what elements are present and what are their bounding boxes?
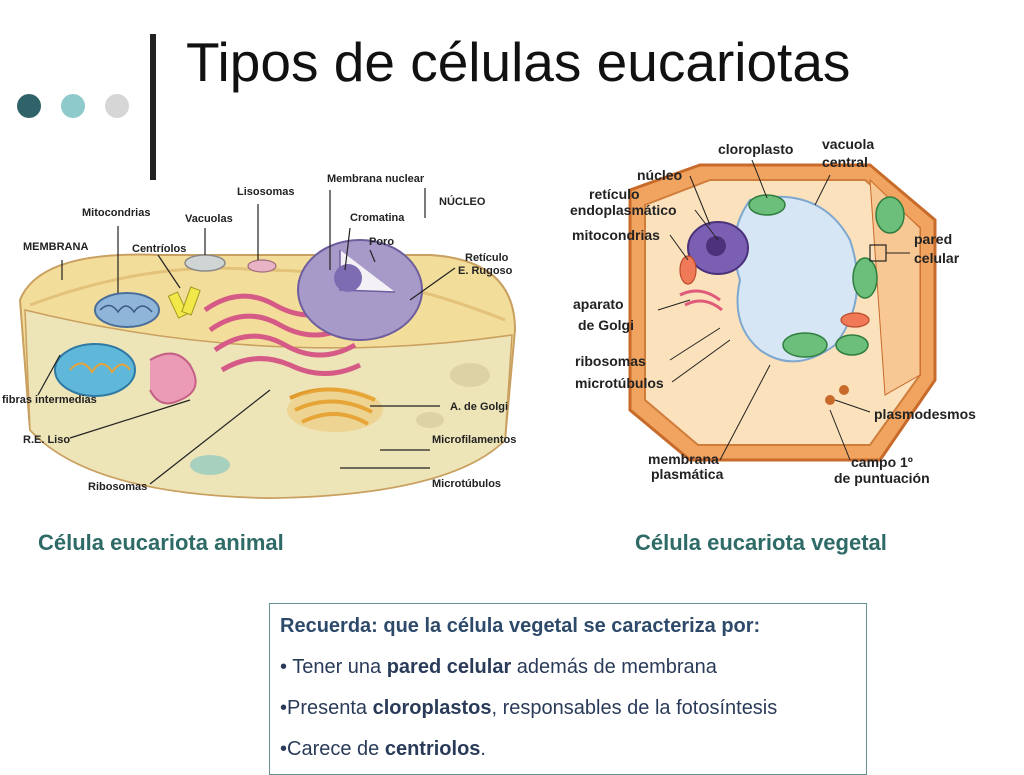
centrioles [167,286,201,319]
label-lisosomas: Lisosomas [237,186,295,198]
label-mitocondrias: Mitocondrias [82,207,151,219]
reminder-heading: Recuerda: que la célula vegetal se carac… [280,615,761,637]
label-aparato-2: de Golgi [578,317,634,333]
label-membrana-plasmatica-1: membrana [648,451,719,467]
nucleolus [334,264,362,292]
label-ribosomas: Ribosomas [88,481,148,493]
item-bold: pared celular [386,656,512,678]
label-reticulo-1: retículo [589,186,640,202]
item-text: además de membrana [511,656,717,678]
golgi-apparatus [289,387,376,426]
label-re-liso: R.E. Liso [23,434,71,446]
central-vacuole [733,195,859,363]
dot-grey [105,94,129,118]
item-bold: cloroplastos [372,697,492,719]
item-text: . [480,738,486,760]
label-membrana: MEMBRANA [23,241,89,253]
reminder-item: •Presenta cloroplastos, responsables de … [280,694,856,723]
page-title: Tipos de células eucariotas [186,31,851,93]
label-fibras-intermedias: fibras intermedias [2,394,97,406]
chloroplasts [748,194,905,358]
item-text: , responsables de la fotosíntesis [491,697,778,719]
reminder-item: •Carece de centriolos. [280,735,856,764]
title-divider [150,34,156,180]
vacuole [184,254,226,272]
label-reticulo-rugoso-1: Retículo [465,252,509,264]
caption-animal: Célula eucariota animal [38,530,284,555]
label-vacuolas: Vacuolas [185,213,233,225]
label-campo-1: campo 1º [851,454,913,470]
decorative-dots [17,94,129,118]
label-pared-2: celular [914,250,960,266]
label-campo-2: de puntuación [834,470,930,486]
label-microfilamentos: Microfilamentos [432,434,517,446]
item-text: •Presenta [280,697,373,719]
reminder-box: Recuerda: que la célula vegetal se carac… [269,603,867,775]
label-plant-ribosomas: ribosomas [575,353,646,369]
plant-cell-illustration [628,160,937,462]
label-vacuola-central-1: vacuola [822,136,875,152]
label-centriolos: Centríolos [132,243,187,255]
mitochondrion [94,292,160,328]
label-pared-1: pared [914,231,953,247]
label-plant-mitocondrias: mitocondrias [572,227,660,243]
mitochondrion [54,343,136,397]
lysosome [247,259,277,273]
smooth-er [149,352,197,405]
item-bold: centriolos [384,738,481,760]
label-nucleo: NÚCLEO [439,196,486,208]
label-plant-nucleo: núcleo [637,167,683,183]
label-membrana-nuclear: Membrana nuclear [327,173,425,185]
dot-teal [61,94,85,118]
plant-mitochondria [679,255,870,328]
dot-dark [17,94,41,118]
label-reticulo-2: endoplasmático [570,202,677,218]
reminder-item: • Tener una pared celular además de memb… [280,653,856,682]
label-plasmodesmos: plasmodesmos [874,406,976,422]
label-poro: Poro [369,236,395,248]
label-cloroplasto: cloroplasto [718,141,794,157]
label-golgi: A. de Golgi [450,401,509,413]
item-text: • Tener una [280,656,387,678]
item-text: •Carece de [280,738,385,760]
label-vacuola-central-2: central [822,154,868,170]
animal-cell-illustration [18,188,517,500]
label-plant-microtubulos: microtúbulos [575,375,664,391]
label-membrana-plasmatica-2: plasmática [651,466,724,482]
label-microtubulos: Microtúbulos [432,478,502,490]
label-reticulo-rugoso-2: E. Rugoso [458,265,513,277]
label-aparato-1: aparato [573,296,624,312]
label-cromatina: Cromatina [350,212,405,224]
caption-vegetal: Célula eucariota vegetal [635,530,887,555]
